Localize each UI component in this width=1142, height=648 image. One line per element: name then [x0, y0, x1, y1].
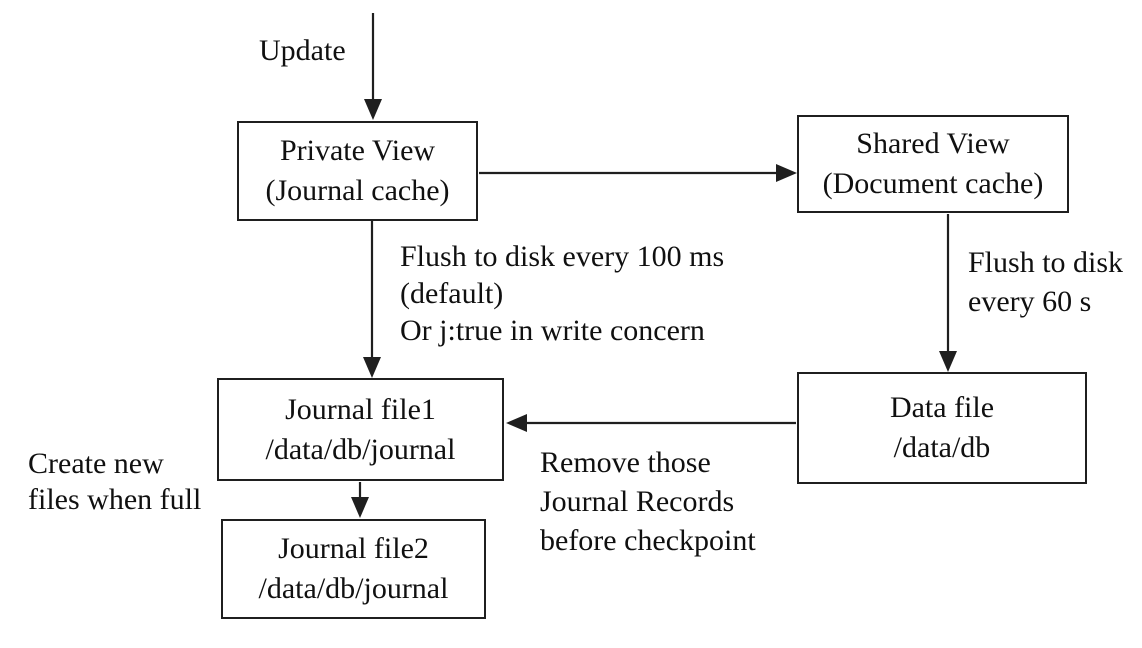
flush-data-label: Flush to disk every 60 s	[968, 243, 1123, 321]
node-journal-file1-title: Journal file1	[285, 392, 436, 426]
update-arrow	[364, 13, 382, 120]
update-label: Update	[259, 34, 346, 67]
node-shared-view-subtitle: (Document cache)	[822, 167, 1044, 200]
node-private-view: Private View (Journal cache)	[237, 121, 478, 221]
update-arrowhead	[364, 99, 382, 120]
journal1-to-journal2-arrowhead	[351, 497, 369, 518]
shared-to-datafile-arrow	[939, 214, 957, 372]
node-journal-file2-title: Journal file2	[278, 532, 429, 565]
node-journal-file1-subtitle: /data/db/journal	[265, 432, 456, 466]
flush-journal-label-line3: Or j:true in write concern	[400, 314, 705, 347]
remove-records-label: Remove those Journal Records before chec…	[540, 443, 756, 560]
journal1-to-journal2-arrow	[351, 482, 369, 518]
node-journal-file1: Journal file1 /data/db/journal	[217, 378, 504, 481]
remove-records-label-line2: Journal Records	[540, 485, 735, 518]
datafile-to-journal1-arrow	[506, 414, 796, 432]
create-new-files-label-line1: Create new	[28, 447, 164, 480]
node-data-file-title: Data file	[889, 391, 995, 424]
node-data-file: Data file /data/db	[797, 372, 1087, 484]
shared-to-datafile-arrowhead	[939, 351, 957, 372]
flush-data-label-line2: every 60 s	[968, 285, 1092, 318]
private-to-journal1-arrowhead	[363, 357, 381, 378]
flush-journal-label-line2: (default)	[400, 277, 504, 310]
node-private-view-subtitle: (Journal cache)	[265, 174, 450, 207]
flush-data-label-line1: Flush to disk	[968, 246, 1124, 279]
node-data-file-subtitle: /data/db	[893, 431, 991, 464]
node-journal-file2: Journal file2 /data/db/journal	[221, 519, 486, 619]
remove-records-label-line3: before checkpoint	[540, 524, 756, 557]
flush-journal-label-line1: Flush to disk every 100 ms	[400, 240, 725, 273]
node-journal-file2-subtitle: /data/db/journal	[258, 572, 449, 605]
create-new-files-label-line2: files when full	[28, 483, 202, 516]
flush-journal-label: Flush to disk every 100 ms (default) Or …	[400, 238, 724, 349]
remove-records-label-line1: Remove those	[540, 446, 711, 479]
private-to-shared-arrow	[479, 164, 797, 182]
private-to-journal1-arrow	[363, 221, 381, 378]
node-private-view-title: Private View	[279, 134, 436, 167]
private-to-shared-arrowhead	[776, 164, 797, 182]
node-shared-view: Shared View (Document cache)	[797, 115, 1069, 213]
node-shared-view-title: Shared View	[856, 127, 1010, 160]
datafile-to-journal1-arrowhead	[506, 414, 527, 432]
create-new-files-label: Create new files when full	[28, 446, 201, 518]
